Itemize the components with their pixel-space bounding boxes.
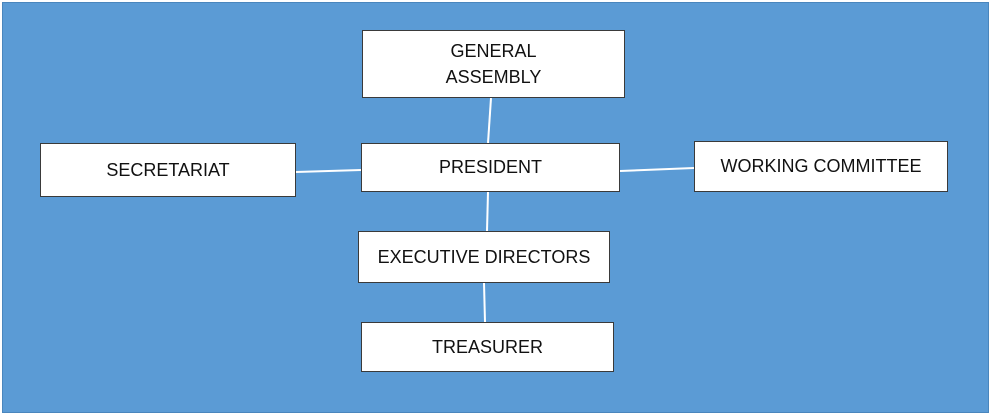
node-secretariat: SECRETARIAT bbox=[40, 143, 296, 197]
node-working-committee: WORKING COMMITTEE bbox=[694, 141, 948, 192]
node-general-assembly-line1: GENERAL bbox=[450, 40, 537, 61]
node-executive-directors-label: EXECUTIVE DIRECTORS bbox=[377, 246, 591, 267]
node-president: PRESIDENT bbox=[361, 143, 620, 192]
node-secretariat-label: SECRETARIAT bbox=[106, 159, 230, 180]
node-president-label: PRESIDENT bbox=[438, 157, 543, 178]
node-treasurer-label: TREASURER bbox=[431, 336, 543, 357]
node-treasurer: TREASURER bbox=[361, 322, 614, 372]
connector-president-secretariat bbox=[295, 169, 362, 173]
connector-president-executive-directors bbox=[486, 191, 489, 232]
connector-executive-directors-treasurer bbox=[483, 282, 486, 323]
connector-general-assembly-president bbox=[487, 97, 492, 144]
connector-president-working-committee bbox=[619, 167, 695, 172]
node-general-assembly: GENERAL ASSEMBLY bbox=[362, 30, 625, 98]
node-executive-directors: EXECUTIVE DIRECTORS bbox=[358, 231, 610, 283]
node-working-committee-label: WORKING COMMITTEE bbox=[720, 156, 922, 177]
node-general-assembly-line2: ASSEMBLY bbox=[445, 67, 542, 87]
